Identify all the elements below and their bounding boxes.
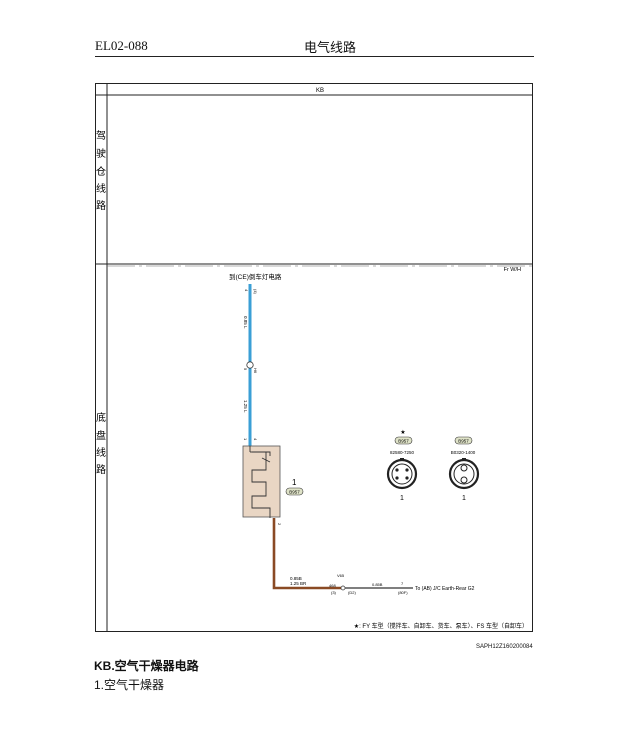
svg-text:★: ★: [400, 429, 405, 436]
drawing-code: SAPH12Z160200084: [476, 644, 533, 650]
svg-text:驾: 驾: [96, 130, 106, 142]
svg-text:线: 线: [96, 182, 106, 195]
pin-label: 5: [243, 368, 248, 371]
connect-to-label: 到(CE)倒车灯电路: [229, 272, 282, 281]
splice-label: 7: [401, 581, 404, 586]
wire-label-ground-size: 1.25 BR: [290, 581, 307, 586]
diagram-frame: [95, 83, 533, 632]
ground-target-label: To (AB) J/C Earth-Rear G2: [415, 586, 475, 592]
component-connector: B957: [289, 490, 300, 495]
footnote: ★: FY 车型（搅拌车、自卸车、货车、泵车）、FS 车型（自卸车）: [354, 622, 528, 630]
svg-text:盘: 盘: [96, 429, 106, 442]
zone-label-chassis: 底 盘 线 路: [96, 411, 106, 476]
svg-text:1: 1: [400, 495, 404, 502]
svg-text:B957: B957: [398, 439, 409, 444]
splice-label: (3): [331, 590, 337, 595]
section-title: KB.空气干燥器电路: [94, 659, 199, 673]
wire-label-upper: 0.85 L: [243, 316, 248, 329]
header-rule: [95, 56, 534, 57]
zone-label-cab: 驾 驶 仓 线 路: [96, 130, 106, 212]
svg-text:驶: 驶: [96, 147, 106, 160]
splice-label: (80F): [398, 590, 408, 595]
svg-text:路: 路: [96, 199, 106, 212]
inline-connector: [246, 361, 254, 369]
svg-text:线: 线: [96, 446, 106, 459]
svg-text:路: 路: [96, 463, 106, 476]
svg-text:B957: B957: [458, 439, 469, 444]
connector-legend-2: B957 B0320-1400 1: [448, 436, 480, 502]
column-title: KB: [316, 88, 324, 94]
pin-label: 2: [277, 523, 282, 526]
pin-label: 1: [243, 438, 248, 441]
svg-text:B0320-1400: B0320-1400: [451, 450, 476, 455]
component-number: 1: [292, 478, 297, 487]
wire-label-right: 0.85B: [372, 582, 383, 587]
harness-label: Fr W/H: [504, 267, 521, 273]
svg-text:82580-7250: 82580-7250: [390, 450, 415, 455]
pin-label: 4: [244, 289, 249, 292]
section-subtitle: 1.空气干燥器: [94, 678, 165, 692]
pin-label: 4: [253, 438, 258, 441]
svg-text:底: 底: [96, 411, 106, 424]
wire-label-ground: 0.85B: [290, 576, 302, 581]
splice-point: [340, 585, 346, 591]
page-title: 电气线路: [303, 40, 356, 55]
splice-label: (D2): [348, 590, 356, 595]
pin-label: (4): [253, 289, 258, 295]
svg-text:仓: 仓: [96, 165, 106, 178]
svg-text:1: 1: [462, 495, 466, 502]
wire-label-lower: 1.25 L: [243, 400, 248, 413]
splice-label: V65: [337, 573, 345, 578]
connector-legend-1: ★ B957 82580-7250 1: [386, 429, 418, 502]
brown-wire: [272, 518, 343, 590]
component-connector-badge: [285, 487, 304, 496]
page-code: EL02-088: [95, 38, 148, 53]
pin-label: H6: [253, 368, 258, 374]
splice-label: 468: [329, 583, 336, 588]
air-dryer-component: [242, 445, 281, 518]
